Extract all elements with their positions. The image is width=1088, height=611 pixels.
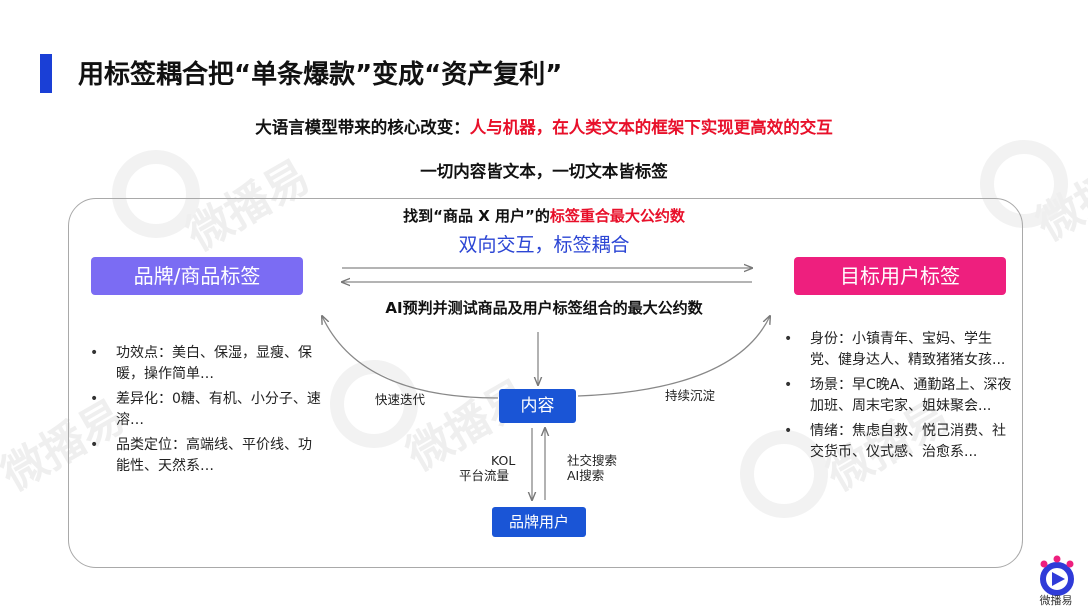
left-arc-arrow (322, 316, 499, 399)
diagram-panel (68, 198, 1023, 568)
find-highlight: 标签重合最大公约数 (549, 207, 685, 225)
logo-text: 微播易 (1039, 594, 1073, 607)
list-item: 情绪：焦虑自救、悦己消费、社交货币、仪式感、治愈系... (782, 421, 1018, 462)
headline: 大语言模型带来的核心改变：人与机器，在人类文本的框架下实现更高效的交互 (0, 116, 1088, 140)
headline-highlight: 人与机器，在人类文本的框架下实现更高效的交互 (469, 118, 833, 137)
subheadline: 一切内容皆文本，一切文本皆标签 (420, 162, 668, 181)
weiboyi-logo-icon (1040, 555, 1074, 596)
platform-traffic-label: 平台流量 (459, 468, 510, 483)
headline-prefix: 大语言模型带来的核心改变： (255, 118, 470, 137)
ai-prediction-line: AI预判并测试商品及用户标签组合的最大公约数 (385, 299, 703, 317)
right-arc-arrow (577, 316, 770, 397)
page-title: 用标签耦合把“单条爆款”变成“资产复利” (78, 60, 563, 90)
target-user-tag-box: 目标用户标签 (794, 257, 1006, 295)
list-item: 功效点：美白、保湿，显瘦、保暖，操作简单… (88, 343, 324, 384)
social-search-label: 社交搜索 (567, 453, 618, 468)
kol-label: KOL (491, 453, 516, 468)
brand-user-box: 品牌用户 (492, 507, 586, 537)
left-arc-label: 快速迭代 (375, 392, 426, 407)
list-item: 身份：小镇青年、宝妈、学生党、健身达人、精致猪猪女孩... (782, 329, 1018, 370)
interaction-label: 双向交互，标签耦合 (458, 234, 630, 256)
brand-tag-list: 功效点：美白、保湿，显瘦、保暖，操作简单… 差异化：0糖、有机、小分子、速溶… … (88, 343, 324, 481)
list-item: 差异化：0糖、有机、小分子、速溶… (88, 389, 324, 430)
content-box: 内容 (499, 389, 576, 423)
right-arc-label: 持续沉淀 (665, 388, 716, 403)
list-item: 品类定位：高端线、平价线、功能性、天然系… (88, 435, 324, 476)
ai-search-label: AI搜索 (567, 468, 605, 483)
find-line: 找到“商品 X 用户”的标签重合最大公约数 (0, 204, 1088, 228)
title-accent-bar (40, 54, 52, 93)
brand-product-tag-box: 品牌/商品标签 (91, 257, 303, 295)
user-tag-list: 身份：小镇青年、宝妈、学生党、健身达人、精致猪猪女孩... 场景：早C晚A、通勤… (782, 329, 1018, 467)
find-prefix: 找到“商品 X 用户”的 (403, 207, 550, 225)
list-item: 场景：早C晚A、通勤路上、深夜加班、周末宅家、姐妹聚会... (782, 375, 1018, 416)
